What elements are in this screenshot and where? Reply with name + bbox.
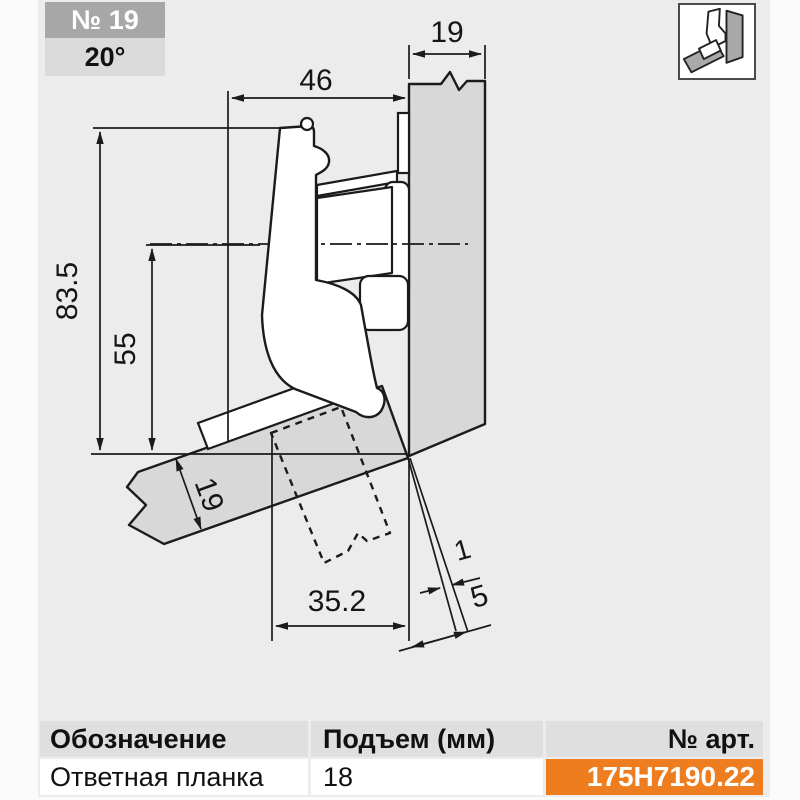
part-number-badge: № 19 <box>45 2 165 38</box>
header-designation-label: Обозначение <box>50 723 227 754</box>
panel-front-strip <box>396 111 411 175</box>
dim-cup-distance-label: 35.2 <box>308 585 366 618</box>
lift-value: 18 <box>323 761 354 792</box>
header-cell-art: № арт. <box>546 721 763 757</box>
hinge-arm <box>260 124 386 419</box>
header-cell-designation: Обозначение <box>40 721 308 757</box>
dim-panel-thickness-label: 19 <box>430 16 463 49</box>
cell-art-number: 175H7190.22 <box>546 759 763 795</box>
cabinet-panel <box>407 70 487 458</box>
dim-axis-height-label: 55 <box>109 332 142 365</box>
dimension-lines <box>91 45 492 652</box>
corner-application-icon <box>682 7 744 74</box>
dim-total-height-label: 83.5 <box>51 262 84 320</box>
header-lift-label: Подъем (мм) <box>323 723 496 754</box>
designation-value: Ответная планка <box>50 761 264 792</box>
cell-designation: Ответная планка <box>40 759 308 795</box>
dim-gap-large-label: 5 <box>467 579 492 615</box>
table-data-row: Ответная планка 18 175H7190.22 <box>40 759 763 795</box>
dim-overlay-label: 46 <box>299 64 332 97</box>
cup-outline-dashed <box>269 405 392 565</box>
part-number-label: № 19 <box>71 4 139 35</box>
application-pictogram <box>678 3 756 80</box>
cell-lift: 18 <box>311 759 543 795</box>
art-number-value: 175H7190.22 <box>586 761 755 792</box>
angle-label: 20° <box>84 41 126 72</box>
angle-badge: 20° <box>45 38 165 76</box>
arm-screw-bump <box>299 116 315 132</box>
spec-table: Обозначение Подъем (мм) № арт. Ответная … <box>40 721 763 795</box>
header-cell-lift: Подъем (мм) <box>311 721 543 757</box>
dim-gap-small-label: 1 <box>451 533 475 567</box>
header-art-label: № арт. <box>667 723 755 754</box>
table-header-row: Обозначение Подъем (мм) № арт. <box>40 721 763 757</box>
